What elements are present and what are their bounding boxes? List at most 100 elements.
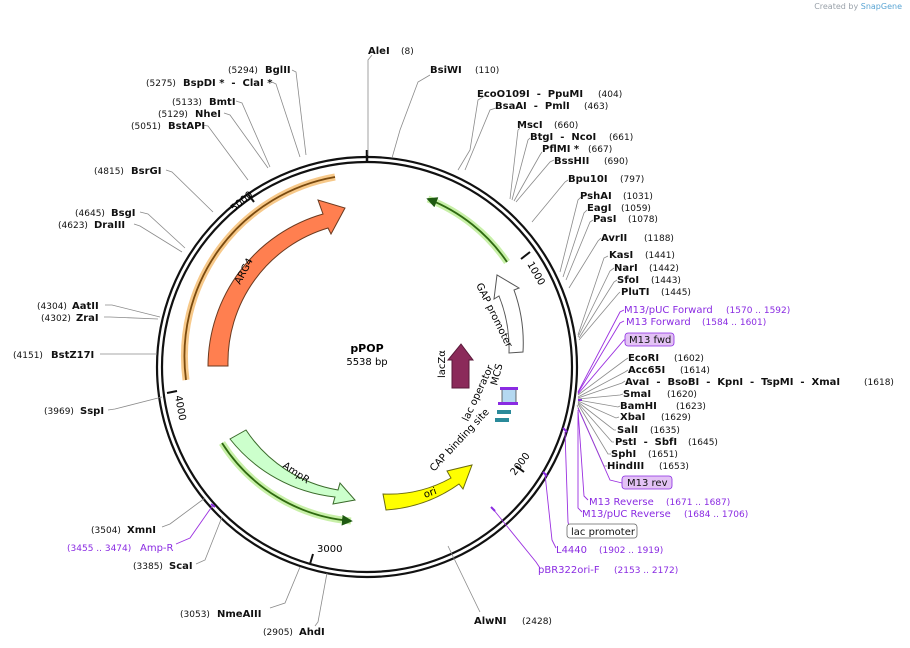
ori-feature[interactable] [382, 464, 473, 511]
enzyme-eco0109i[interactable]: EcoO109I - PpuMI [477, 89, 583, 100]
enzyme-bmti[interactable]: BmtI [209, 97, 236, 108]
enzyme-hindiii[interactable]: HindIII [607, 461, 644, 472]
enzyme-sspi[interactable]: SspI [80, 406, 104, 417]
enzyme-pflmi-pos: (667) [588, 145, 612, 155]
enzyme-ahdi[interactable]: AhdI [299, 627, 325, 638]
enzyme-bsrgi-pos: (4815) [94, 167, 124, 177]
tick-3000 [309, 553, 314, 565]
enzyme-xbai[interactable]: XbaI [620, 412, 645, 423]
lac-promoter-box[interactable] [566, 523, 638, 539]
primer-l4440[interactable]: L4440 [556, 545, 587, 556]
enzyme-kasi-pos: (1441) [645, 251, 675, 261]
lacza-label: lacZα [437, 350, 448, 378]
m13-rev-box[interactable] [621, 475, 673, 490]
mcs-bar-top [500, 387, 518, 390]
enzyme-sfoi[interactable]: SfoI [617, 275, 639, 286]
tick-1000 [520, 251, 531, 260]
enzyme-bsgi-pos: (4645) [75, 209, 105, 219]
enzyme-bamhi-pos: (1623) [676, 402, 706, 412]
tick-4000 [166, 390, 178, 394]
enzyme-draiii-pos: (4623) [58, 221, 88, 231]
enzyme-bpu10i[interactable]: Bpu10I [568, 174, 608, 185]
enzyme-bglii-pos: (5294) [228, 66, 258, 76]
enzyme-bstz17i[interactable]: BstZ17I [51, 350, 94, 361]
primer-ampr-pos: (3455 .. 3474) [67, 544, 131, 554]
enzyme-scai[interactable]: ScaI [169, 561, 193, 572]
enzyme-nari[interactable]: NarI [614, 263, 638, 274]
enzyme-sali[interactable]: SalI [617, 425, 638, 436]
enzyme-eagi[interactable]: EagI [587, 203, 611, 214]
mcs-bar-mid [498, 402, 518, 405]
enzyme-ahdi-pos: (2905) [263, 628, 293, 638]
enzyme-psti-pos: (1645) [688, 438, 718, 448]
enzyme-smai[interactable]: SmaI [623, 389, 651, 400]
enzyme-alei[interactable]: AleI [368, 46, 390, 57]
primer-m13-reverse[interactable]: M13 Reverse [589, 497, 654, 508]
orf-green-top [426, 197, 508, 263]
enzyme-smai-pos: (1620) [667, 390, 697, 400]
enzyme-nhei[interactable]: NheI [195, 109, 221, 120]
enzyme-eagi-pos: (1059) [621, 204, 651, 214]
enzyme-bsshii[interactable]: BssHII [554, 156, 589, 167]
enzyme-xmni[interactable]: XmnI [127, 525, 156, 536]
enzyme-btgi-pos: (661) [609, 133, 633, 143]
primer-leader-lines [175, 309, 626, 569]
primer-m13puc-forward[interactable]: M13/pUC Forward [624, 305, 713, 316]
arg4-feature[interactable] [207, 199, 346, 367]
enzyme-msci[interactable]: MscI [517, 120, 543, 131]
enzyme-pshai-pos: (1031) [623, 192, 653, 202]
enzyme-bspdi[interactable]: BspDI * - ClaI * [183, 78, 273, 89]
primer-markers [210, 399, 582, 512]
enzyme-psti[interactable]: PstI - SbfI [615, 437, 677, 448]
enzyme-pluti[interactable]: PluTI [621, 287, 649, 298]
enzyme-pflmi[interactable]: PflMI * [542, 144, 580, 155]
tick-label-2000: 2000 [509, 451, 533, 478]
m13-fwd-box[interactable] [624, 332, 675, 347]
enzyme-aatii[interactable]: AatII [72, 301, 99, 312]
enzyme-sphi[interactable]: SphI [611, 449, 636, 460]
enzyme-sali-pos: (1635) [650, 426, 680, 436]
ampr-feature[interactable] [229, 429, 356, 505]
enzyme-avai-pos: (1618) [864, 378, 894, 388]
primer-pbr322ori-f[interactable]: pBR322ori-F [538, 565, 600, 576]
primer-m13-reverse-pos: (1671 .. 1687) [666, 498, 730, 508]
mcs-label: MCS [489, 363, 505, 387]
enzyme-pasi[interactable]: PasI [593, 214, 616, 225]
enzyme-acc65i[interactable]: Acc65I [628, 365, 665, 376]
enzyme-bsgi[interactable]: BsgI [111, 208, 135, 219]
enzyme-xmni-pos: (3504) [91, 526, 121, 536]
m13-fwd-label: M13 fwd [629, 335, 671, 346]
primer-m13-forward[interactable]: M13 Forward [626, 317, 691, 328]
enzyme-kasi[interactable]: KasI [609, 250, 633, 261]
enzyme-avrii[interactable]: AvrII [601, 233, 627, 244]
enzyme-bamhi[interactable]: BamHI [620, 401, 657, 412]
mcs-box[interactable] [501, 388, 517, 404]
enzyme-btgi[interactable]: BtgI - NcoI [530, 132, 596, 143]
arg4-outer-line [183, 176, 336, 381]
enzyme-bsiwi[interactable]: BsiWI [430, 65, 462, 76]
enzyme-ecori[interactable]: EcoRI [628, 353, 659, 364]
enzyme-draiii[interactable]: DraIII [94, 220, 125, 231]
enzyme-alwni[interactable]: AlwNI [474, 616, 507, 627]
enzyme-nmeaiii[interactable]: NmeAIII [217, 609, 261, 620]
enzyme-avai[interactable]: AvaI - BsoBI - KpnI - TspMI - XmaI [625, 377, 840, 388]
enzyme-bsaai[interactable]: BsaAI - PmlI [495, 101, 570, 112]
enzyme-bstz17i-pos: (4151) [13, 351, 43, 361]
lacza-feature[interactable] [446, 343, 474, 389]
enzyme-bstapi-pos: (5051) [131, 122, 161, 132]
enzyme-bsrgi[interactable]: BsrGI [131, 166, 161, 177]
primer-m13puc-reverse[interactable]: M13/pUC Reverse [582, 509, 671, 520]
primer-ampr[interactable]: Amp-R [140, 543, 174, 554]
enzyme-bspdi-pos: (5275) [146, 79, 176, 89]
enzyme-bglii[interactable]: BglII [265, 65, 291, 76]
gap-promoter-feature[interactable] [493, 274, 524, 354]
enzyme-eco0109i-pos: (404) [598, 90, 622, 100]
enzyme-zrai[interactable]: ZraI [76, 313, 99, 324]
enzyme-scai-pos: (3385) [133, 562, 163, 572]
snapgene-watermark: Created by SnapGene [814, 2, 902, 11]
enzyme-pshai[interactable]: PshAI [580, 191, 612, 202]
primer-m13puc-reverse-pos: (1684 .. 1706) [684, 510, 748, 520]
enzyme-nmeaiii-pos: (3053) [180, 610, 210, 620]
enzyme-aatii-pos: (4304) [37, 302, 67, 312]
enzyme-bstapi[interactable]: BstAPI [168, 121, 205, 132]
